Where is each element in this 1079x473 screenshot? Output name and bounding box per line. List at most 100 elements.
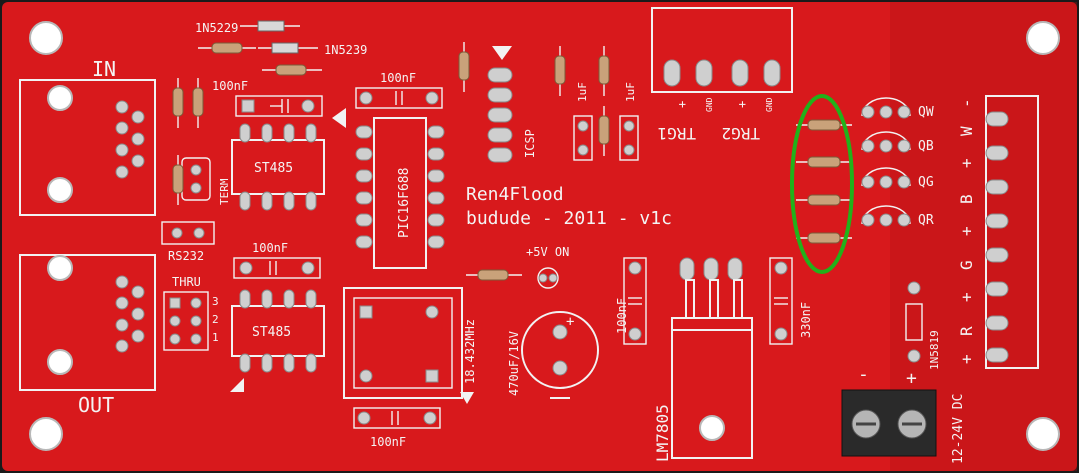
label-crystal: 18.432MHz [463,319,477,384]
label-in: IN [92,57,116,81]
label-st485-bottom: ST485 [252,325,291,340]
board-title-line1: Ren4Flood [466,184,564,205]
board-title-line2: budude - 2011 - v1c [466,208,672,229]
pin1-marker-crystal [460,392,474,404]
label-icsp: ICSP [523,129,537,158]
label-trg1-plus: + [675,101,689,108]
label-100nf-st485-bottom: 100nF [252,241,288,255]
label-out-w: W [957,126,976,136]
label-dc-plus: + [906,368,917,389]
label-rs232: RS232 [168,249,204,263]
resistor-icsp [458,42,470,92]
resistor-top-left-2 [262,64,322,76]
label-out: OUT [78,393,114,417]
label-1n5229: 1N5229 [195,21,238,35]
cap-1uf-b [619,115,639,161]
rj45-out-connector [19,254,156,391]
label-thru: THRU [172,275,201,289]
regulator-lm7805 [671,257,753,459]
ic-st485-top [231,123,325,211]
label-pin-2: 2 [212,313,219,326]
label-plus-3: + [957,292,976,302]
label-pin-1: 1 [212,331,219,344]
label-trg2: TRG2 [721,124,760,143]
mounting-hole-bottom-left [29,417,63,451]
rs232-jumper [161,221,215,245]
cap-100nf-pic [355,87,443,109]
cap-1uf-a [573,115,593,161]
pin1-marker-st485 [230,378,244,392]
ic-st485-bottom [231,289,325,373]
led-output-terminal [985,95,1039,369]
mounting-hole-bottom-right [1026,417,1060,451]
label-pic16f688: PIC16F688 [397,168,412,238]
dc-input-terminal [841,389,937,457]
resistor-icsp-b [554,46,566,96]
label-plus-2: + [957,226,976,236]
label-st485-top: ST485 [254,161,293,176]
label-qr: QR [918,213,934,228]
ic-pic16f688 [355,117,445,269]
label-330nf: 330nF [799,302,813,338]
label-trg1: TRG1 [657,124,696,143]
icsp-header [487,67,513,163]
mosfet-qr [861,205,911,227]
svg-text:+: + [566,314,574,330]
label-1n5239: 1N5239 [324,43,367,57]
label-qg: QG [918,175,934,190]
mounting-hole-top-right [1026,21,1060,55]
label-5v-on: +5V ON [526,245,569,259]
label-pin-3: 3 [212,295,219,308]
label-100nf-reg: 100nF [615,298,629,334]
resistor-vertical-b [192,78,204,128]
label-trg2-plus: + [735,101,749,108]
cap-470uf: + [521,311,599,389]
diode-1n5229 [240,20,300,32]
label-dc-in: 12-24V DC [951,394,966,464]
cap-330nf [769,257,793,345]
mosfet-qg [861,167,911,189]
crystal-18mhz [343,287,463,399]
label-lm7805: LM7805 [653,404,672,462]
label-qw: QW [918,105,934,120]
highlight-ellipse [790,94,854,274]
label-1uf-b: 1uF [624,82,637,102]
mosfet-qw [861,97,911,119]
pin1-marker-icsp [492,46,512,60]
diode-1n5819 [905,281,923,363]
label-1uf-a: 1uF [576,82,589,102]
gate-resistor-qg [796,194,852,206]
label-1n5819: 1N5819 [928,330,941,370]
label-trg1-gnd: GND [705,97,714,112]
label-out-b: B [957,194,976,204]
cap-100nf-st485-bottom [233,257,321,279]
label-100nf-pic: 100nF [380,71,416,85]
label-dc-minus: - [858,364,869,385]
label-trg2-gnd: GND [765,97,774,112]
diode-1n5239 [258,42,318,54]
label-100nf-top-left: 100nF [212,79,248,93]
resistor-icsp-c [598,46,610,96]
cap-100nf-crystal [353,407,441,429]
resistor-led [466,269,522,281]
label-plus-4: + [957,354,976,364]
label-100nf-crystal: 100nF [370,435,406,449]
label-term: TERM [218,178,231,205]
label-qb: QB [918,139,934,154]
gate-resistor-qr [796,232,852,244]
label-plus-1: + [957,158,976,168]
label-out-r: R [957,326,976,336]
trigger-terminal-block [651,7,793,93]
mosfet-qb [861,131,911,153]
cap-100nf-reg [623,257,647,345]
resistor-vertical-a [172,78,184,128]
led-5v-on [537,267,559,289]
resistor-vertical-c [172,155,184,205]
pin1-marker-pic [332,108,346,128]
mounting-hole-top-left [29,21,63,55]
rj45-in-connector [19,79,156,216]
thru-header [163,291,209,351]
